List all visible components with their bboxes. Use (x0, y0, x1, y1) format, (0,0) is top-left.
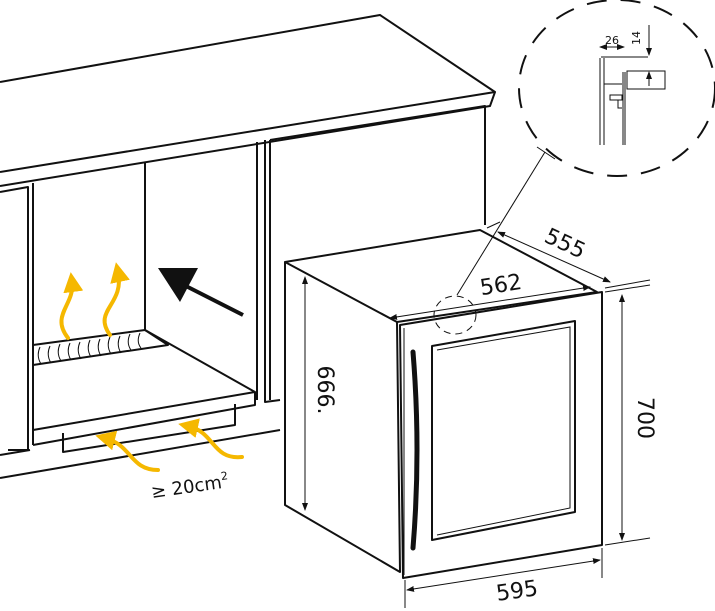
dimension-height: 700 (632, 397, 657, 439)
dimension-lines (302, 221, 651, 608)
countertop (0, 14, 496, 187)
detail-gap-vertical: 14 (630, 31, 643, 45)
ventilation-grille (37, 332, 142, 365)
airflow-up-arrow (59, 272, 84, 340)
cabinet-niche (0, 105, 486, 479)
dimension-width: 595 (495, 576, 540, 607)
dimension-body-height: 666. (312, 366, 337, 415)
dimension-depth: 555 (540, 224, 589, 264)
detail-gap-horizontal: 26 (605, 34, 619, 47)
airflow-up-arrow (102, 262, 130, 337)
airflow-arrows (59, 262, 244, 472)
dimension-top-width: 562 (478, 270, 523, 301)
ventilation-label: ≥ 20cm2 (149, 469, 230, 503)
door-handle (410, 349, 420, 551)
insert-direction-arrow (158, 268, 244, 317)
airflow-in-arrow (95, 430, 160, 472)
detail-callout (433, 0, 715, 335)
airflow-in-arrow (178, 418, 244, 460)
